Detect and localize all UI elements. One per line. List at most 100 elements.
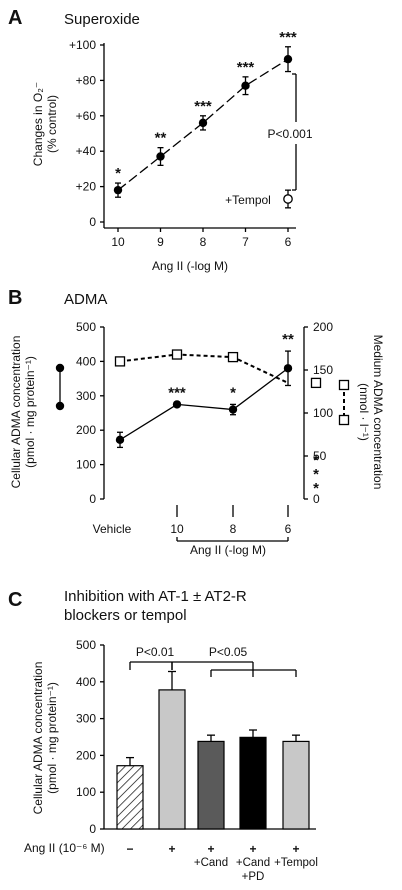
panel-c-ylabel-2: (pmol · mg protein⁻¹) [45, 682, 59, 794]
panel-c-y-tick-label: 300 [76, 712, 96, 726]
panel-b: B ADMA Cellular ADMA concentration (pmol… [8, 287, 385, 557]
panel-c-bar [197, 740, 225, 830]
panel-b-x-tick-label: 10 [170, 522, 184, 536]
panel-b-right-tick-label: 50 [313, 449, 327, 463]
panel-b-medium-point [114, 356, 126, 367]
panel-b-legend-medium-marker [338, 379, 350, 391]
panel-a-x-tick-label: 9 [157, 235, 164, 249]
panel-b-title: ADMA [64, 291, 107, 308]
panel-b-left-tick-label: 500 [76, 320, 96, 334]
panel-c-y-tick-label: 400 [76, 675, 96, 689]
panel-c-category-label: − [126, 842, 133, 856]
panel-c-pvalue-2: P<0.05 [209, 645, 248, 659]
panel-a-pvalue: P<0.001 [267, 127, 312, 141]
panel-c-y-tick-label: 0 [89, 822, 96, 836]
panel-b-medium-significance: * [313, 480, 319, 497]
panel-a-significance: ** [155, 130, 167, 147]
panel-a-ylabel-2: (% control) [45, 95, 59, 153]
panel-c-xlabel: Ang II (10⁻⁶ M) [24, 841, 105, 855]
panel-a-xlabel: Ang II (-log M) [152, 259, 228, 273]
panel-b-left-tick-label: 100 [76, 458, 96, 472]
panel-b-x-tick-label: Vehicle [93, 522, 132, 536]
panel-b-cellular-significance: ** [282, 331, 294, 348]
panel-b-cellular-significance: * [230, 384, 236, 401]
panel-b-left-tick-label: 0 [89, 492, 96, 506]
panel-c: C Inhibition with AT-1 ± AT2-R blockers … [8, 588, 318, 883]
panel-b-legend-cellular-marker [55, 363, 65, 373]
panel-a-data-point [156, 152, 165, 161]
panel-b-left-tick-label: 300 [76, 389, 96, 403]
panel-c-bar [239, 736, 267, 830]
panel-a-y-tick-label: 0 [89, 215, 96, 229]
panel-b-x-tick-label: 6 [285, 522, 292, 536]
panel-b-cellular-point [283, 364, 293, 373]
panel-a-significance: *** [237, 59, 255, 76]
panel-b-medium-significance: * [313, 452, 319, 469]
panel-a-ylabel-1: Changes in O₂⁻ [31, 82, 45, 166]
panel-c-y-tick-label: 200 [76, 748, 96, 762]
panel-b-medium-significance: * [313, 466, 319, 483]
panel-a-x-tick-label: 7 [242, 235, 249, 249]
panel-a-title: Superoxide [64, 11, 140, 28]
panel-a-y-tick-label: +100 [69, 38, 96, 52]
panel-b-left-tick-label: 200 [76, 423, 96, 437]
panel-c-bar [158, 689, 186, 830]
panel-b-left-tick-label: 400 [76, 354, 96, 368]
panel-b-cellular-point [172, 400, 182, 409]
panel-c-bar [282, 740, 310, 830]
panel-a-data-point [113, 185, 123, 195]
panel-b-medium-line [119, 353, 289, 384]
panel-a-x-tick-label: 10 [111, 235, 125, 249]
panel-a-data-point [283, 54, 293, 64]
panel-b-right-tick-label: 150 [313, 363, 333, 377]
panel-b-right-tick-label: 0 [313, 492, 320, 506]
panel-a-series-line [117, 58, 289, 191]
panel-c-letter: C [8, 589, 22, 611]
panel-b-letter: B [8, 287, 22, 309]
panel-c-category-label: + [292, 842, 299, 856]
panel-a-letter: A [8, 7, 22, 29]
panel-b-medium-point [227, 351, 239, 363]
panel-c-category-label: + [207, 842, 214, 856]
panel-b-ylabel-right-1: Medium ADMA concentration [371, 335, 385, 490]
panel-a-significance: *** [279, 29, 297, 46]
panel-b-ylabel-left-2: (pmol · mg protein⁻¹) [23, 356, 37, 468]
panel-c-title-1: Inhibition with AT-1 ± AT2-R [64, 588, 247, 605]
panel-b-medium-point [310, 377, 322, 389]
panel-a-y-tick-label: +40 [76, 144, 97, 158]
panel-a-tempol-label: +Tempol [225, 193, 271, 207]
panel-a-data-point [241, 81, 250, 90]
panel-b-legend-cellular-marker [55, 401, 65, 411]
panel-b-medium-point [171, 349, 183, 360]
panel-a-x-tick-label: 8 [200, 235, 207, 249]
panel-c-y-tick-label: 100 [76, 785, 96, 799]
panel-a-y-tick-label: +20 [76, 180, 97, 194]
panel-a-data-point [198, 118, 208, 128]
panel-b-ylabel-right-2: (nmol · l⁻¹) [357, 383, 371, 441]
panel-b-cellular-significance: *** [168, 384, 186, 401]
panel-a-x-tick-label: 6 [285, 235, 292, 249]
panel-a-tempol-point [283, 194, 293, 204]
panel-c-category-sublabel: +Cand [236, 857, 270, 869]
panel-c-title-2: blockers or tempol [64, 607, 187, 624]
panel-a: A Superoxide Changes in O₂⁻ (% control) … [8, 7, 313, 273]
panel-c-category-label: + [249, 842, 256, 856]
panel-a-y-tick-label: +80 [76, 73, 97, 87]
panel-b-x-tick-label: 8 [230, 522, 237, 536]
panel-a-y-tick-label: +60 [76, 109, 97, 123]
panel-b-right-tick-label: 100 [313, 406, 333, 420]
panel-b-legend-medium-marker [338, 414, 350, 426]
panel-c-category-sublabel: +Cand [194, 857, 228, 869]
panel-b-cellular-point [115, 435, 125, 445]
panel-b-ylabel-left-1: Cellular ADMA concentration [9, 336, 23, 489]
panel-c-bar [116, 765, 144, 830]
panel-b-cellular-point [228, 405, 238, 414]
panel-b-right-tick-label: 200 [313, 320, 333, 334]
panel-b-xlabel: Ang II (-log M) [190, 543, 266, 557]
panel-b-cellular-line [119, 367, 289, 441]
panel-a-significance: * [115, 165, 121, 182]
panel-c-pvalue-1: P<0.01 [136, 645, 175, 659]
panel-c-y-tick-label: 500 [76, 638, 96, 652]
panel-c-category-sublabel: +PD [242, 871, 265, 883]
